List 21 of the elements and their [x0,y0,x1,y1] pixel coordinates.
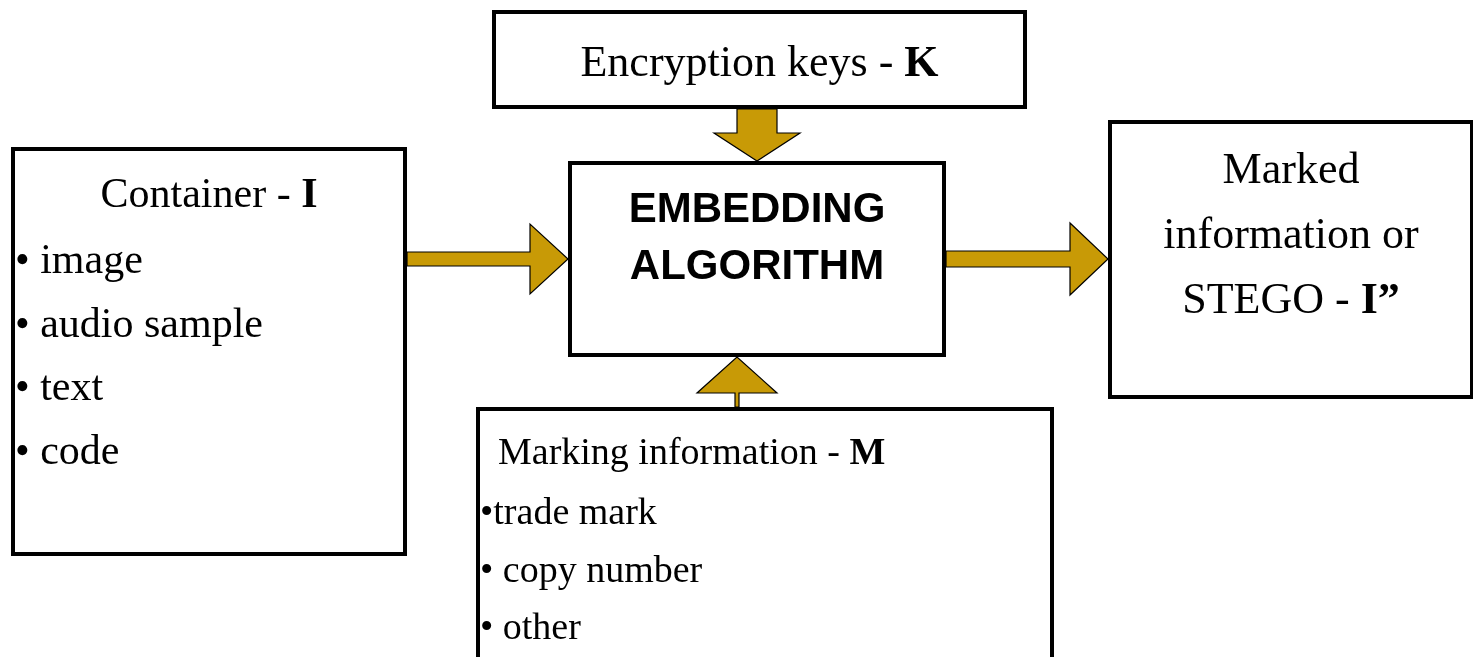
text-box [11,147,407,556]
text-box [1108,120,1473,399]
list-item: • audio sample [15,299,263,347]
list-item: • code [15,426,120,474]
box-heading: Marking information - M [498,429,886,473]
block-arrow [695,356,779,408]
box-label: Marked information or STEGO - I” [1162,143,1420,325]
block-arrow [945,221,1109,297]
list-item: •trade mark [480,489,657,533]
list-item: • other [480,604,581,648]
box-heading: Container - I [99,169,319,217]
text-box [568,161,946,357]
list-item: • image [15,235,143,283]
box-heading: Encryption keys - K [579,36,940,87]
list-item: • text [15,362,104,410]
box-label: EMBEDDING ALGORITHM [627,183,887,290]
list-item: • copy number [480,547,703,591]
block-arrow [711,108,803,162]
block-arrow [406,222,569,296]
text-box [492,10,1027,109]
text-box [476,407,1054,657]
